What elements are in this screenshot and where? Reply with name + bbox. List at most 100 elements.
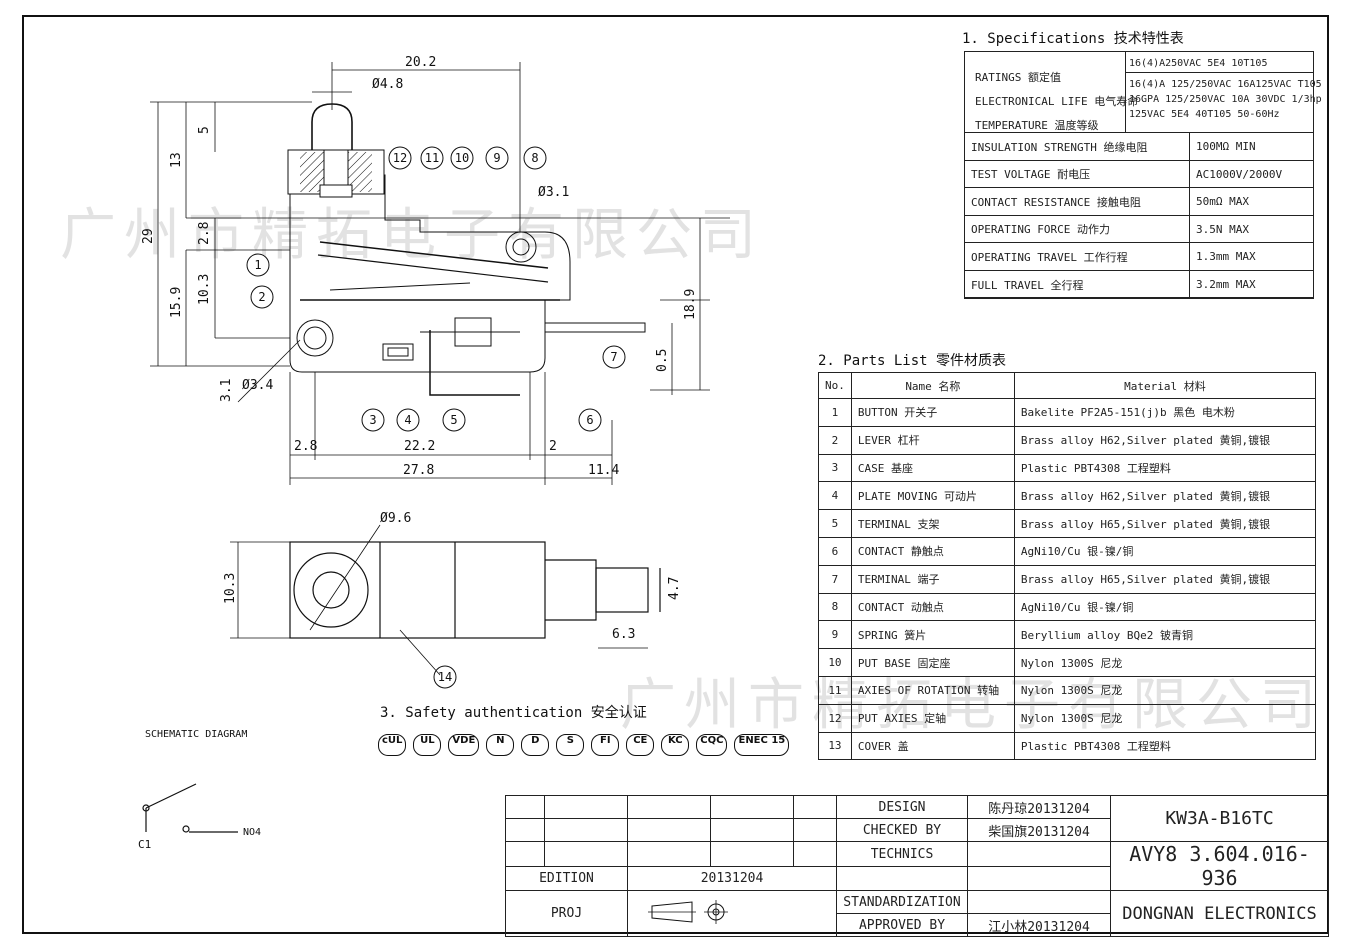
part-material: Bakelite PF2A5-151(j)b 黑色 电木粉 xyxy=(1013,398,1317,427)
company-name: DONGNAN ELECTRONICS xyxy=(1110,890,1329,937)
dim-4-7: 4.7 xyxy=(667,577,682,600)
ratings-line: 16(4)A250VAC 5E4 10T105 xyxy=(1129,58,1268,69)
projection-symbol xyxy=(627,890,837,937)
part-name: CONTACT 静触点 xyxy=(850,536,1015,566)
technics-label: TECHNICS xyxy=(836,840,968,868)
part-material: AgNi10/Cu 银-镍/铜 xyxy=(1013,592,1317,622)
part-name: PLATE MOVING 可动片 xyxy=(850,481,1015,511)
edition-value: 20131204 xyxy=(627,866,837,891)
callout-number: 6 xyxy=(586,413,593,427)
dim-phi-3-1: Ø3.1 xyxy=(538,185,569,200)
part-no: 12 xyxy=(818,703,852,733)
part-name: CASE 基座 xyxy=(850,453,1015,483)
part-material: Nylon 1300S 尼龙 xyxy=(1013,648,1317,677)
safety-heading: 3. Safety authentication 安全认证 xyxy=(380,705,647,721)
part-no: 8 xyxy=(818,592,852,622)
dim-3-1: 3.1 xyxy=(219,379,234,402)
safety-mark-icon: VDE xyxy=(448,734,480,756)
part-no: 6 xyxy=(818,536,852,566)
bottom-view-body xyxy=(289,541,546,639)
dim-11-4: 11.4 xyxy=(588,463,619,478)
callout-number: 9 xyxy=(493,151,500,165)
dim-0-5: 0.5 xyxy=(655,349,670,372)
dim-phi-9-6: Ø9.6 xyxy=(380,511,411,526)
spec-value: 50mΩ MAX xyxy=(1189,187,1314,216)
part-name: LEVER 杠杆 xyxy=(850,425,1015,455)
part-name: BUTTON 开关子 xyxy=(850,398,1015,427)
parts-header: No. xyxy=(818,372,852,399)
callout-number: 2 xyxy=(258,290,265,304)
spec-value: 3.5N MAX xyxy=(1189,215,1314,243)
callout-circle xyxy=(388,146,412,170)
dim-2-8-top: 2.8 xyxy=(197,222,212,245)
spec-value: 1.3mm MAX xyxy=(1189,242,1314,271)
dim-10-3-side: 10.3 xyxy=(197,274,212,305)
part-name: TERMINAL 端子 xyxy=(850,564,1015,594)
schematic-symbol xyxy=(142,783,238,833)
part-name: PUT BASE 固定座 xyxy=(850,648,1015,677)
watermark-top: 广州市精拓电子有限公司 xyxy=(60,203,764,268)
safety-mark-icon: D xyxy=(521,734,550,756)
design-label: DESIGN xyxy=(836,795,968,819)
callout-circle xyxy=(578,408,602,432)
projection-symbol-icon xyxy=(648,899,728,924)
ratings-label: RATINGS 额定值 xyxy=(975,71,1061,84)
callout-circle xyxy=(523,146,547,170)
callout-number: 10 xyxy=(455,151,469,165)
part-material: Brass alloy H65,Silver plated 黄铜,镀银 xyxy=(1013,509,1317,538)
callout-circle xyxy=(450,146,474,170)
part-no: 5 xyxy=(818,509,852,538)
callout-circle xyxy=(361,408,385,432)
safety-mark-icon: CE xyxy=(626,734,655,756)
spec-name: INSULATION STRENGTH 绝缘电阻 xyxy=(964,132,1190,161)
part-name: PUT AXIES 定轴 xyxy=(850,703,1015,733)
schematic-no4: NO4 xyxy=(243,827,262,838)
dim-29: 29 xyxy=(141,228,156,244)
part-no: 2 xyxy=(818,425,852,455)
model-number: KW3A-B16TC xyxy=(1110,795,1329,842)
safety-mark-icon: FI xyxy=(591,734,620,756)
dim-27-8: 27.8 xyxy=(403,463,434,478)
part-no: 3 xyxy=(818,453,852,483)
ratings-line: 125VAC 5E4 40T105 50-60Hz xyxy=(1129,109,1280,120)
edition-label: EDITION xyxy=(505,866,628,891)
title-block: DESIGN 陈丹琼20131204 KW3A-B16TC CHECKED BY… xyxy=(505,795,1329,937)
part-material: AgNi10/Cu 银-镍/铜 xyxy=(1013,536,1317,566)
standardization-label: STANDARDIZATION xyxy=(836,890,968,914)
spec-table: RATINGS 额定值 ELECTRONICAL LIFE 电气寿命 TEMPE… xyxy=(964,51,1322,299)
ratings-values: 16(4)A250VAC 5E4 10T105 16(4)A 125/250VA… xyxy=(1129,56,1322,122)
safety-mark-icon: cUL xyxy=(378,734,407,756)
part-no: 11 xyxy=(818,675,852,705)
part-no: 13 xyxy=(818,731,852,761)
parts-header: Material 材料 xyxy=(1013,372,1317,399)
dim-22-2: 22.2 xyxy=(404,439,435,454)
safety-mark-icon: N xyxy=(486,734,515,756)
dim-6-3: 6.3 xyxy=(612,627,635,642)
design-value: 陈丹琼20131204 xyxy=(967,795,1111,819)
spec-name: CONTACT RESISTANCE 接触电阻 xyxy=(964,187,1190,216)
dim-18-9: 18.9 xyxy=(683,289,698,320)
safety-mark-icon: S xyxy=(556,734,585,756)
ratings-labels: RATINGS 额定值 ELECTRONICAL LIFE 电气寿命 TEMPE… xyxy=(975,66,1138,138)
safety-mark-icon: UL xyxy=(413,734,442,756)
spec-name: OPERATING TRAVEL 工作行程 xyxy=(964,242,1190,271)
dim-10-3-bottom: 10.3 xyxy=(223,573,238,604)
dim-2-8-bottom: 2.8 xyxy=(294,439,317,454)
dim-phi-4-8: Ø4.8 xyxy=(372,77,403,92)
callout-number: 7 xyxy=(610,350,617,364)
spec-name: OPERATING FORCE 动作力 xyxy=(964,215,1190,243)
callout-circle xyxy=(250,285,274,309)
